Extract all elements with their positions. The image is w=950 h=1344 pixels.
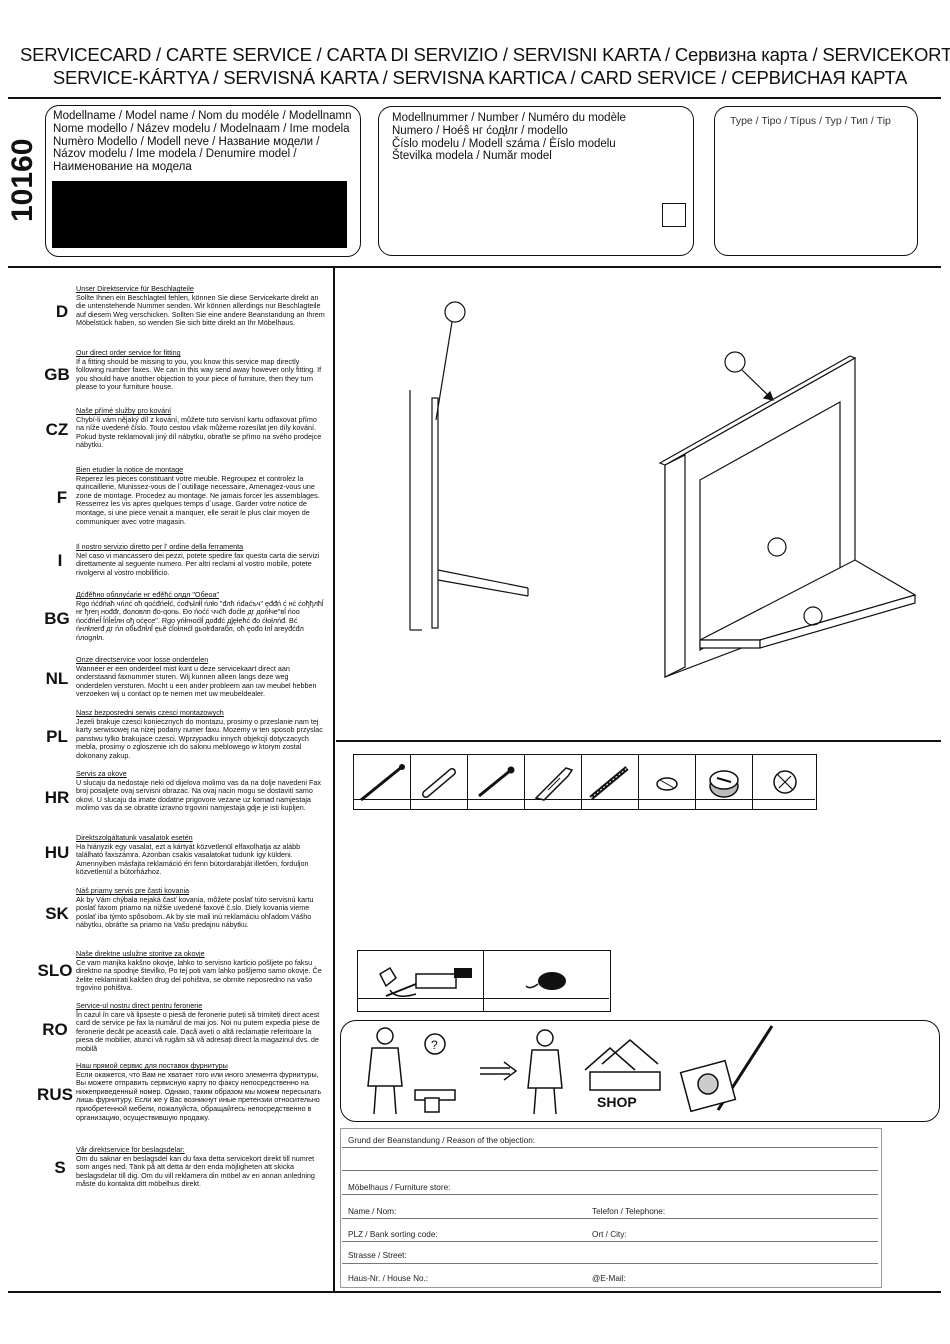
dowel-icon: [422, 768, 456, 798]
part-cam-lock[interactable]: [696, 755, 753, 809]
instruction-box: [340, 1020, 940, 1122]
lang-code-nl: NL: [45, 669, 69, 688]
model-number: 10160: [6, 138, 39, 222]
cam-lock-icon: [709, 770, 739, 798]
section-ro: Service-ul nostru direct pentru feroneri…: [76, 1001, 320, 1053]
section-bg: Дćđěћно обллуćаńе нг еđěћć олдл "Обеоа"R…: [76, 590, 324, 642]
lang-code-sk: SK: [45, 904, 69, 923]
part-connector-bolt[interactable]: [753, 755, 814, 809]
shop-label: SHOP: [597, 1094, 637, 1110]
tool-drill[interactable]: [358, 951, 484, 1011]
lang-code-cz: CZ: [45, 420, 69, 439]
parts-table: [353, 754, 817, 810]
type-label: Type / Tipo / Típus / Typ / Тип / Tip: [730, 115, 891, 127]
plz-label: PLZ / Bank sorting code:: [348, 1230, 438, 1239]
part-cap[interactable]: [639, 755, 696, 809]
lang-code-s: S: [54, 1158, 66, 1177]
header-divider: [8, 97, 941, 99]
section-rus: Наш прямой сервис для поставок фурнитуры…: [76, 1061, 322, 1122]
lang-code-d: D: [55, 302, 69, 321]
part-screw[interactable]: [468, 755, 525, 809]
part-dowel[interactable]: [411, 755, 468, 809]
threaded-screw-icon: [589, 766, 629, 800]
street-label: Strasse / Street:: [348, 1251, 407, 1260]
lang-code-slo: SLO: [37, 961, 73, 980]
wall-plug-icon: [534, 767, 574, 801]
objection-form: [340, 1128, 882, 1288]
model-name-field[interactable]: [52, 181, 347, 248]
lang-code-gb: GB: [44, 365, 70, 384]
section-pl: Nasz bezposredni serwis czesci montazowy…: [76, 708, 323, 760]
drill-icon: [378, 966, 472, 997]
svg-text:?: ?: [431, 1038, 438, 1052]
lang-code-i: I: [57, 551, 63, 570]
name-label: Name / Nom:: [348, 1207, 397, 1216]
lang-code-hr: HR: [44, 788, 70, 807]
furniture-diagram: [409, 301, 917, 678]
section-s: Vår direktservice för beslagsdelar:Om du…: [76, 1145, 315, 1189]
lang-code-f: F: [56, 488, 68, 507]
lang-code-bg: BG: [44, 609, 70, 628]
section-divider: [8, 266, 941, 268]
part-wall-plug[interactable]: [525, 755, 582, 809]
phone-label: Telefon / Telephone:: [592, 1207, 666, 1216]
lang-code-rus: RUS: [37, 1085, 73, 1104]
lang-code-ro: RO: [42, 1020, 68, 1039]
house-label: Haus-Nr. / House No.:: [348, 1274, 429, 1283]
model-name-label: Modellname / Model name / Nom du modéle …: [53, 110, 352, 174]
connector-bolt-icon: [772, 770, 797, 794]
section-slo: Naše direktne uslužne storitve za okovje…: [76, 949, 322, 993]
parts-table-row-line: [353, 799, 815, 800]
footer-divider: [8, 1291, 941, 1293]
model-name-box: [45, 105, 361, 257]
title-line-2: SERVICE-KÁRTYA / SERVISNÁ KARTA / SERVIS…: [52, 67, 908, 88]
section-nl: Onze directservice voor losse onderdelen…: [76, 655, 317, 699]
tool-cable[interactable]: [484, 951, 610, 1011]
instruction-illustration: ?: [367, 1025, 774, 1115]
cable-icon: [525, 972, 566, 990]
reason-field[interactable]: [342, 1149, 878, 1169]
screw-icon: [478, 766, 515, 798]
long-screw-icon: [360, 764, 405, 802]
model-number-label: Modellnummer / Number / Numéro du modèle…: [392, 112, 626, 163]
type-box: [714, 106, 918, 256]
email-label: @E-Mail:: [592, 1274, 626, 1283]
lang-code-pl: PL: [46, 727, 68, 746]
model-number-box: [378, 106, 694, 256]
title-line-1: SERVICECARD / CARTE SERVICE / CARTA DI S…: [20, 44, 950, 65]
reason-label: Grund der Beanstandung / Reason of the o…: [348, 1136, 536, 1145]
part-threaded-screw[interactable]: [582, 755, 639, 809]
lang-code-hu: HU: [44, 843, 70, 862]
store-label: Möbelhaus / Furniture store:: [348, 1183, 451, 1192]
part-long-screw[interactable]: [354, 755, 411, 809]
tools-table: [357, 950, 611, 1012]
cap-icon: [656, 777, 678, 791]
section-i: Il nostro servizio diretto per l' ordine…: [76, 542, 320, 577]
model-number-checkbox[interactable]: [662, 203, 686, 227]
column-divider: [333, 266, 335, 1292]
tools-table-row-line: [357, 998, 609, 999]
city-label: Ort / City:: [592, 1230, 627, 1239]
parts-divider: [336, 740, 941, 742]
